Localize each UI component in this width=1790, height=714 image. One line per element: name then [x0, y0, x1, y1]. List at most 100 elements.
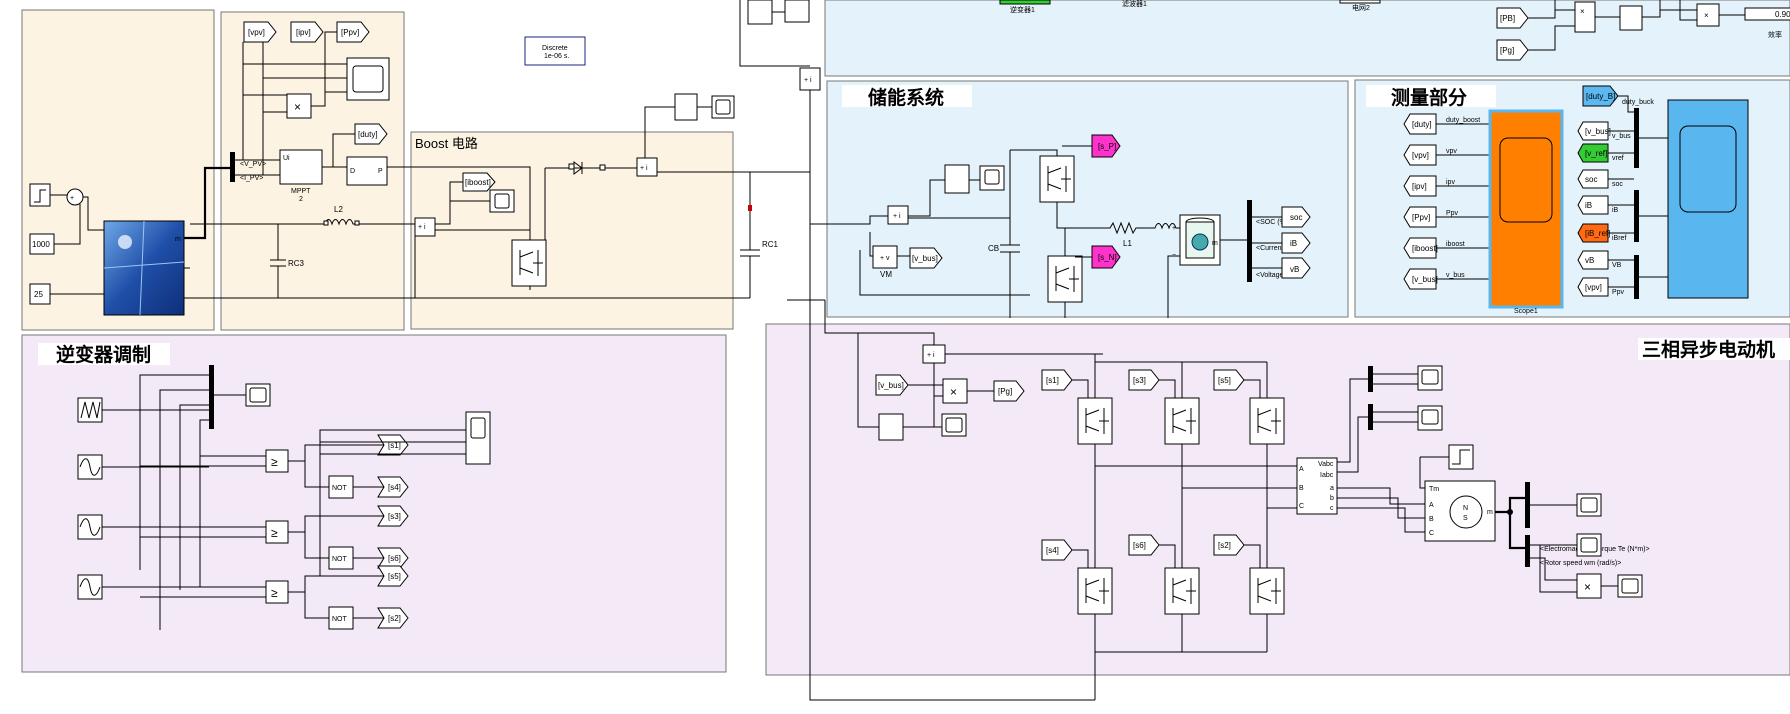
pv-array-block[interactable]	[103, 220, 185, 316]
from-s1-bridge[interactable]	[1041, 369, 1073, 391]
from-measure-right-5[interactable]	[1577, 250, 1609, 270]
from-measure-right-3[interactable]	[1577, 195, 1609, 215]
measure-right-inputs: [v_bus]v_bus[v_ref]vrefsocsociBiB[iB_ref…	[1577, 95, 1668, 297]
measure-right-signal-4: iBref	[1612, 235, 1626, 242]
from-vbus-motor[interactable]	[875, 374, 909, 396]
from-measure-2[interactable]	[1403, 175, 1437, 197]
measure-right-signal-6: Ppv	[1612, 289, 1625, 296]
goto-soc-storage[interactable]	[1281, 206, 1311, 228]
scope-pv-screen	[352, 65, 384, 93]
mean-boost[interactable]	[674, 93, 698, 121]
grid2-block[interactable]	[1339, 0, 1381, 4]
from-measure-4[interactable]	[1403, 237, 1437, 259]
goto-vbus[interactable]	[909, 247, 943, 269]
speed-label: <Rotor speed wm (rad/s)>	[1540, 560, 1621, 567]
goto-pg-motor[interactable]	[993, 380, 1025, 402]
goto-s-n[interactable]	[1091, 245, 1121, 269]
mux-measure-top[interactable]	[1634, 108, 1639, 168]
vi-port-C: C	[1299, 503, 1304, 510]
mux-measure-mid[interactable]	[1634, 190, 1639, 242]
from-measure-label-5: [v_bus]	[1412, 275, 1438, 284]
product-top[interactable]	[1574, 1, 1596, 33]
from-s3-bridge[interactable]	[1128, 369, 1160, 391]
mean-storage[interactable]	[944, 164, 970, 194]
mean-top-mid[interactable]	[747, 0, 773, 25]
powergui-block[interactable]	[524, 36, 586, 66]
from-s5-bridge[interactable]	[1213, 369, 1245, 391]
from-duty-b[interactable]	[1582, 85, 1619, 107]
mux-iabc[interactable]	[1368, 404, 1373, 430]
from-measure-right-6[interactable]	[1577, 277, 1609, 297]
igbt-symbol-s4	[1085, 578, 1109, 604]
vi-measurement[interactable]	[1296, 457, 1338, 515]
current-meas-out[interactable]	[636, 157, 658, 177]
powergui-line1: Discrete	[542, 45, 568, 52]
step-tm[interactable]	[1448, 444, 1474, 470]
gate-wire-s6	[1159, 544, 1176, 568]
scope-top-mid[interactable]	[784, 0, 810, 23]
divide-top-sign: ×	[1704, 11, 1709, 20]
from-s2-bridge-label: [s2]	[1218, 541, 1231, 550]
measure-signal-4: iboost	[1446, 241, 1465, 248]
scope2-block[interactable]	[1667, 99, 1749, 299]
product-motor[interactable]	[942, 378, 968, 404]
l2-port-l	[323, 220, 329, 226]
pv-bus-selector[interactable]	[230, 152, 235, 182]
from-s6-bridge-label: [s6]	[1133, 541, 1146, 550]
goto-ib-storage[interactable]	[1281, 232, 1311, 254]
from-measure-1[interactable]	[1403, 144, 1437, 166]
product-mech-power[interactable]	[1576, 573, 1602, 599]
goto-ppv[interactable]	[336, 21, 370, 43]
product-mech-sign: ×	[1584, 580, 1591, 594]
from-measure-0[interactable]	[1403, 113, 1437, 135]
goto-pg-top[interactable]	[1496, 39, 1529, 61]
from-s4-bridge-label: [s4]	[1046, 546, 1059, 555]
mux-motor-out[interactable]	[1525, 482, 1530, 528]
voltage-meas-vm[interactable]	[872, 245, 898, 269]
igbt-storage-top-symbol	[1047, 166, 1071, 192]
pwm-block[interactable]	[346, 156, 388, 186]
storage-meas-sign: + i	[893, 213, 901, 220]
scope1-block[interactable]	[1488, 109, 1564, 309]
mux-measure-bot[interactable]	[1634, 255, 1639, 299]
igbt-boost-symbol	[519, 250, 543, 276]
boost-meas-sign: + i	[418, 224, 426, 231]
from-measure-3[interactable]	[1403, 206, 1437, 228]
rc1-marker	[748, 205, 752, 211]
from-measure-right-4[interactable]	[1577, 223, 1609, 243]
goto-iboost[interactable]	[462, 172, 496, 192]
goto-pb[interactable]	[1496, 7, 1529, 29]
product-pv-sign: ×	[294, 100, 301, 114]
mean-top[interactable]	[1619, 5, 1643, 31]
from-measure-right-1[interactable]	[1577, 143, 1609, 163]
from-s4-bridge[interactable]	[1041, 539, 1073, 561]
mux-vabc[interactable]	[1368, 366, 1373, 392]
voltage-out: <Voltage (V)>	[1256, 272, 1299, 279]
from-s6-bridge[interactable]	[1128, 534, 1160, 556]
current-meas-storage[interactable]	[887, 205, 909, 225]
battery-bus-selector[interactable]	[1247, 200, 1252, 282]
from-measure-5[interactable]	[1403, 268, 1437, 290]
goto-vpv-label: [vpv]	[248, 28, 265, 37]
from-measure-right-0[interactable]	[1577, 121, 1609, 141]
const-1000-label: 1000	[32, 240, 50, 249]
mux-carrier[interactable]	[209, 365, 214, 429]
mppt-block[interactable]	[279, 149, 323, 185]
scope1-label: Scope1	[1514, 308, 1538, 315]
goto-vpv[interactable]	[243, 21, 277, 43]
goto-ib-storage-label: iB	[1290, 239, 1297, 248]
inverter1-block[interactable]	[999, 0, 1051, 5]
goto-s-p[interactable]	[1091, 134, 1121, 158]
product-pv[interactable]	[286, 93, 312, 119]
mean-motor[interactable]	[878, 413, 904, 441]
from-s2-bridge[interactable]	[1213, 534, 1245, 556]
goto-vb-storage[interactable]	[1281, 257, 1311, 279]
goto-ipv[interactable]	[290, 21, 324, 43]
from-measure-right-2[interactable]	[1577, 169, 1609, 189]
current-meas-boost[interactable]	[414, 217, 436, 237]
from-measure-right-label-3: iB	[1585, 201, 1592, 210]
inverter-title-bg	[38, 343, 170, 365]
goto-duty[interactable]	[354, 123, 388, 145]
igbt-boost[interactable]	[511, 239, 547, 287]
bus-selector-motor[interactable]	[1525, 535, 1530, 567]
